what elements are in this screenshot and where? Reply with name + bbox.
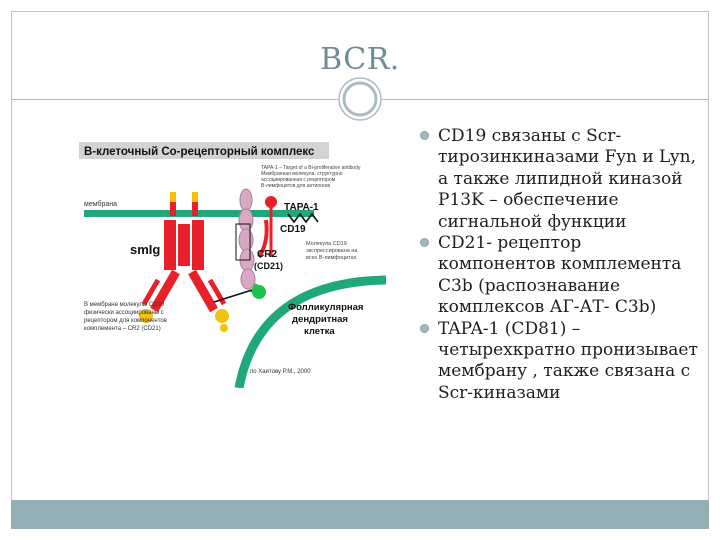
bullet-item: CD21- рецептор компонентов комплемента C… [420,233,700,319]
cd19-note: Молекула CD19 экспрессирована на всех В-… [306,241,358,261]
bullet-text: CD21- рецептор компонентов комплемента C… [438,233,682,318]
bullet-list: CD19 связаны с Scr-тирозинкиназами Fyn и… [420,126,700,404]
bullet-item: TAPA-1 (CD81) – четырехкратно пронизывае… [420,319,700,405]
bullet-item: CD19 связаны с Scr-тирозинкиназами Fyn и… [420,126,700,233]
svg-text:В мембране молекулы CD19: В мембране молекулы CD19 [84,302,165,308]
round-bullet-icon [420,238,429,248]
svg-text:В-лимфоцитов для антигенов: В-лимфоцитов для антигенов [261,183,330,189]
tapa-label: ТАРА-1 [284,202,319,213]
svg-text:TAPA-1 – Target of a Bi-prolif: TAPA-1 – Target of a Bi-proliferative an… [261,165,361,171]
follicular-label-2: дендритная [292,314,348,325]
bcr-diagram: В-клеточный Со-рецепторный комплекс мемб… [54,132,386,388]
tapa-zigzag [287,212,319,224]
c3b-complement-block [250,283,264,297]
title-rule-left [11,99,338,100]
figure-heading-bar [79,142,329,159]
dendritic-cell-membrane [234,275,386,388]
svg-text:рецептором для компонентов: рецептором для компонентов [84,318,167,324]
bullet-text: CD19 связаны с Scr-тирозинкиназами Fyn и… [438,126,697,232]
follicular-label-1: Фолликулярная [288,302,363,313]
tapa-note: TAPA-1 – Target of a Bi-proliferative an… [261,165,361,189]
svg-text:ассоциированная с рецептором: ассоциированная с рецептором [261,177,336,183]
title-rule-right [382,99,709,100]
antigen-link [213,289,253,303]
cd19-label: CD19 [280,224,306,235]
figure-heading: В-клеточный Со-рецепторный комплекс [84,146,315,158]
footer-bar [11,500,709,529]
smig-label: smIg [130,242,160,257]
figure-credit: по Хаитову Р.М., 2000 [250,369,311,375]
svg-text:Мембранная молекула, структурн: Мембранная молекула, структурно [261,171,343,177]
figure-background [54,132,386,388]
svg-text:комплемента – CR2 (CD21): комплемента – CR2 (CD21) [84,326,161,332]
cd19-molecule [257,219,269,259]
b-cell-membrane [84,210,314,217]
svg-text:физически ассоциированы с: физически ассоциированы с [84,310,164,316]
double-circle-icon [338,77,382,121]
membrane-label: мембрана [84,200,117,208]
slide-title: BCR. [320,42,400,77]
bullet-text: TAPA-1 (CD81) – четырехкратно пронизывае… [438,318,698,403]
cr2-label: CR2 [257,249,277,260]
svg-text:экспрессирована на: экспрессирована на [306,248,358,254]
round-bullet-icon [420,131,429,140]
svg-text:всех В-лимфоцитах: всех В-лимфоцитах [306,255,357,261]
follicular-label-3: клетка [304,326,335,337]
bottom-note: В мембране молекулы CD19 физически ассоц… [84,302,167,332]
cd21-label: (CD21) [254,261,283,271]
tapa1-molecule [265,196,277,257]
cd19-frame [235,223,251,261]
round-bullet-icon [420,323,429,333]
smig-receptor [139,192,229,332]
svg-text:Молекула CD19: Молекула CD19 [306,241,347,247]
